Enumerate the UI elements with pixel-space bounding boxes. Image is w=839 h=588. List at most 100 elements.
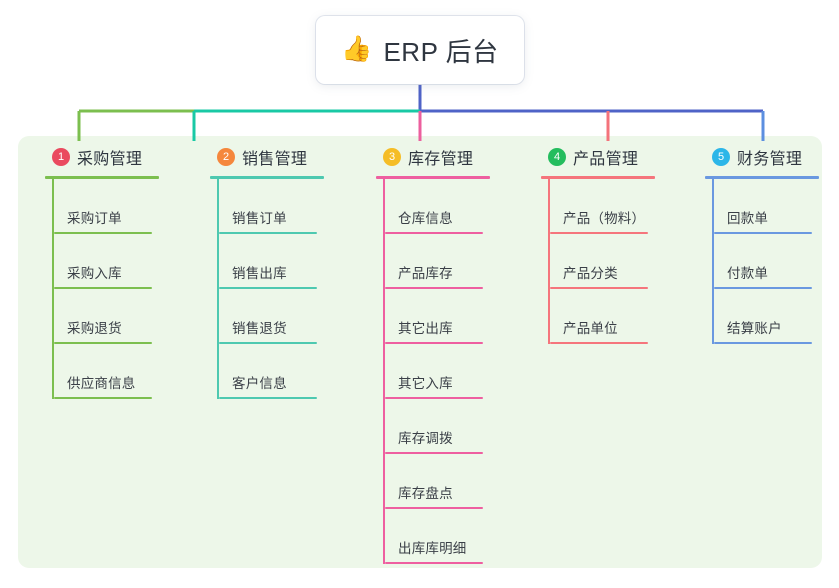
leaf-rule bbox=[54, 342, 152, 344]
branch-leaf-list: 采购订单采购入库采购退货供应商信息 bbox=[32, 179, 178, 399]
branch-badge-2: 2 bbox=[217, 148, 235, 166]
branch-title: 采购管理 bbox=[77, 151, 143, 168]
leaf-node[interactable]: 销售退货 bbox=[219, 289, 343, 344]
leaf-label: 供应商信息 bbox=[67, 376, 136, 391]
leaf-node[interactable]: 库存调拨 bbox=[385, 399, 509, 454]
leaf-node[interactable]: 回款单 bbox=[714, 179, 838, 234]
leaf-rule bbox=[54, 232, 152, 234]
branch-rule bbox=[210, 176, 324, 179]
leaf-label: 其它入库 bbox=[398, 376, 453, 391]
thumbs-up-icon: 👍 bbox=[341, 34, 373, 63]
branch-column-2: 2 销售管理销售订单销售出库销售退货客户信息 bbox=[197, 145, 343, 399]
leaf-node[interactable]: 采购入库 bbox=[54, 234, 178, 289]
leaf-node[interactable]: 出库库明细 bbox=[385, 509, 509, 564]
leaf-node[interactable]: 结算账户 bbox=[714, 289, 838, 344]
leaf-rule bbox=[714, 342, 812, 344]
branch-badge-5: 5 bbox=[712, 148, 730, 166]
leaf-rule bbox=[385, 287, 483, 289]
leaf-label: 采购订单 bbox=[67, 211, 122, 226]
leaf-rule bbox=[385, 507, 483, 509]
leaf-node[interactable]: 销售出库 bbox=[219, 234, 343, 289]
branch-title: 产品管理 bbox=[573, 151, 639, 168]
leaf-label: 客户信息 bbox=[232, 376, 287, 391]
leaf-node[interactable]: 产品库存 bbox=[385, 234, 509, 289]
branch-leaf-list: 仓库信息产品库存其它出库其它入库库存调拨库存盘点出库库明细 bbox=[363, 179, 509, 564]
leaf-label: 销售订单 bbox=[232, 211, 287, 226]
leaf-label: 产品（物料） bbox=[563, 211, 646, 226]
branch-badge-3: 3 bbox=[383, 148, 401, 166]
branch-leaf-list: 回款单付款单结算账户 bbox=[692, 179, 838, 344]
branch-badge-4: 4 bbox=[548, 148, 566, 166]
branch-spine bbox=[383, 179, 385, 564]
branch-spine bbox=[548, 179, 550, 344]
branch-header-5[interactable]: 5 财务管理 bbox=[692, 145, 838, 169]
leaf-node[interactable]: 库存盘点 bbox=[385, 454, 509, 509]
branch-spine bbox=[52, 179, 54, 399]
root-title: ERP 后台 bbox=[383, 36, 499, 67]
leaf-label: 库存调拨 bbox=[398, 431, 453, 446]
branch-rule bbox=[705, 176, 819, 179]
leaf-label: 仓库信息 bbox=[398, 211, 453, 226]
leaf-label: 产品分类 bbox=[563, 266, 618, 281]
leaf-label: 采购入库 bbox=[67, 266, 122, 281]
leaf-rule bbox=[219, 287, 317, 289]
leaf-node[interactable]: 供应商信息 bbox=[54, 344, 178, 399]
branch-header-4[interactable]: 4 产品管理 bbox=[528, 145, 674, 169]
branch-title: 财务管理 bbox=[737, 151, 803, 168]
leaf-rule bbox=[385, 342, 483, 344]
leaf-node[interactable]: 其它入库 bbox=[385, 344, 509, 399]
branch-column-3: 3 库存管理仓库信息产品库存其它出库其它入库库存调拨库存盘点出库库明细 bbox=[363, 145, 509, 564]
leaf-label: 产品单位 bbox=[563, 321, 618, 336]
leaf-label: 出库库明细 bbox=[398, 541, 467, 556]
leaf-label: 采购退货 bbox=[67, 321, 122, 336]
leaf-label: 销售退货 bbox=[232, 321, 287, 336]
branch-rule bbox=[45, 176, 159, 179]
leaf-label: 产品库存 bbox=[398, 266, 453, 281]
leaf-node[interactable]: 产品（物料） bbox=[550, 179, 674, 234]
branch-rule bbox=[541, 176, 655, 179]
leaf-node[interactable]: 采购订单 bbox=[54, 179, 178, 234]
leaf-rule bbox=[219, 232, 317, 234]
leaf-node[interactable]: 仓库信息 bbox=[385, 179, 509, 234]
leaf-node[interactable]: 客户信息 bbox=[219, 344, 343, 399]
leaf-node[interactable]: 销售订单 bbox=[219, 179, 343, 234]
leaf-rule bbox=[385, 232, 483, 234]
leaf-rule bbox=[714, 232, 812, 234]
leaf-label: 其它出库 bbox=[398, 321, 453, 336]
diagram-panel bbox=[18, 136, 822, 568]
branch-badge-1: 1 bbox=[52, 148, 70, 166]
branch-column-5: 5 财务管理回款单付款单结算账户 bbox=[692, 145, 838, 344]
branch-spine bbox=[217, 179, 219, 399]
leaf-rule bbox=[385, 452, 483, 454]
leaf-rule bbox=[385, 397, 483, 399]
branch-rule bbox=[376, 176, 490, 179]
leaf-rule bbox=[219, 397, 317, 399]
leaf-label: 销售出库 bbox=[232, 266, 287, 281]
branch-title: 库存管理 bbox=[408, 151, 474, 168]
leaf-rule bbox=[385, 562, 483, 564]
branch-header-2[interactable]: 2 销售管理 bbox=[197, 145, 343, 169]
branch-column-1: 1 采购管理采购订单采购入库采购退货供应商信息 bbox=[32, 145, 178, 399]
branch-header-3[interactable]: 3 库存管理 bbox=[363, 145, 509, 169]
root-node[interactable]: 👍 ERP 后台 bbox=[316, 16, 524, 84]
leaf-node[interactable]: 采购退货 bbox=[54, 289, 178, 344]
leaf-label: 库存盘点 bbox=[398, 486, 453, 501]
branch-header-1[interactable]: 1 采购管理 bbox=[32, 145, 178, 169]
leaf-rule bbox=[714, 287, 812, 289]
leaf-label: 结算账户 bbox=[727, 321, 782, 336]
leaf-rule bbox=[550, 232, 648, 234]
branch-leaf-list: 产品（物料） 产品分类产品单位 bbox=[528, 179, 674, 344]
branch-title: 销售管理 bbox=[242, 151, 308, 168]
leaf-label: 回款单 bbox=[727, 211, 769, 226]
leaf-rule bbox=[54, 397, 152, 399]
branch-column-4: 4 产品管理产品（物料） 产品分类产品单位 bbox=[528, 145, 674, 344]
leaf-node[interactable]: 产品分类 bbox=[550, 234, 674, 289]
branch-leaf-list: 销售订单销售出库销售退货客户信息 bbox=[197, 179, 343, 399]
leaf-rule bbox=[550, 287, 648, 289]
leaf-rule bbox=[54, 287, 152, 289]
leaf-node[interactable]: 其它出库 bbox=[385, 289, 509, 344]
leaf-rule bbox=[550, 342, 648, 344]
leaf-node[interactable]: 产品单位 bbox=[550, 289, 674, 344]
leaf-node[interactable]: 付款单 bbox=[714, 234, 838, 289]
